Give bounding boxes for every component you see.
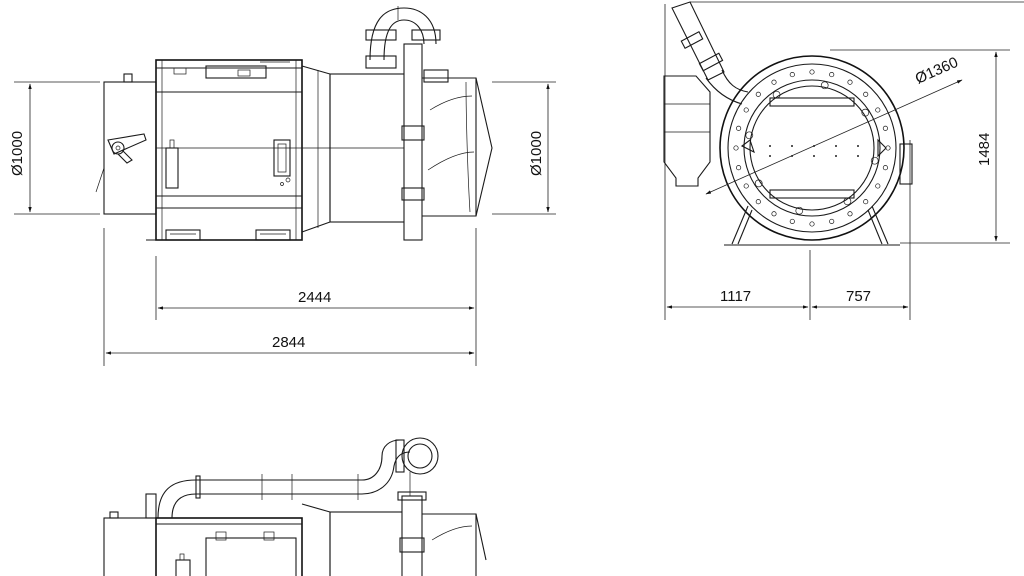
end-height-label: 1484: [976, 133, 993, 166]
bolt-hole: [755, 91, 761, 97]
bolt-hole: [743, 183, 749, 189]
bolt-hole: [771, 79, 777, 85]
perforation-dot: [857, 155, 859, 157]
bolt-hole: [875, 107, 881, 113]
side-left-diameter-label: Ø1000: [9, 131, 26, 176]
perforation-dot: [813, 155, 815, 157]
bolt-hole: [882, 165, 888, 171]
side-right-diameter-dimension: [492, 81, 556, 215]
inner-length-label: 2444: [298, 289, 331, 306]
end-diameter-dimension: [705, 79, 963, 195]
bolt-hole: [863, 199, 869, 205]
bolt-hole: [736, 165, 742, 171]
plan-view: [103, 437, 487, 576]
bolt-hole: [755, 199, 761, 205]
end-view: Ø1360 1484 1117 757: [663, 1, 1024, 320]
side-right-diameter-label: Ø1000: [528, 131, 545, 176]
bolt-hole: [847, 211, 853, 217]
bolt-hole: [743, 107, 749, 113]
bolt-hole: [771, 211, 777, 217]
bolt-hole: [789, 72, 795, 78]
inner-bolt-hole: [843, 197, 852, 206]
bolt-hole: [875, 183, 881, 189]
total-length-dimension: [103, 228, 475, 366]
end-left-offset-label: 1117: [720, 288, 751, 305]
perforation-dot: [769, 155, 771, 157]
side-left-diameter-dimension: [14, 81, 100, 215]
inner-length-dimension: [155, 228, 477, 366]
bolt-hole: [733, 145, 739, 151]
bolt-hole: [736, 125, 742, 131]
bolt-ring: [733, 69, 891, 227]
bolt-hole: [789, 218, 795, 224]
perforation-dot: [835, 145, 837, 147]
total-length-label: 2844: [272, 334, 305, 351]
latch-mechanism: [95, 133, 147, 193]
bolt-hole: [829, 72, 835, 78]
bolt-hole: [863, 91, 869, 97]
perforation-dot: [791, 145, 793, 147]
perforation-dot: [857, 145, 859, 147]
bolt-hole: [847, 79, 853, 85]
bolt-hole: [882, 125, 888, 131]
end-diameter-label: Ø1360: [913, 54, 961, 88]
bolt-hole: [829, 218, 835, 224]
perforation-dot: [835, 155, 837, 157]
perforation-dots: [769, 145, 859, 157]
end-right-offset-label: 757: [846, 288, 871, 305]
inner-bolt-hole: [795, 206, 804, 215]
bolt-hole: [809, 221, 815, 227]
perforation-dot: [769, 145, 771, 147]
side-view: Ø1000 Ø1000 2444 2844: [9, 6, 556, 366]
bolt-hole: [809, 69, 815, 75]
